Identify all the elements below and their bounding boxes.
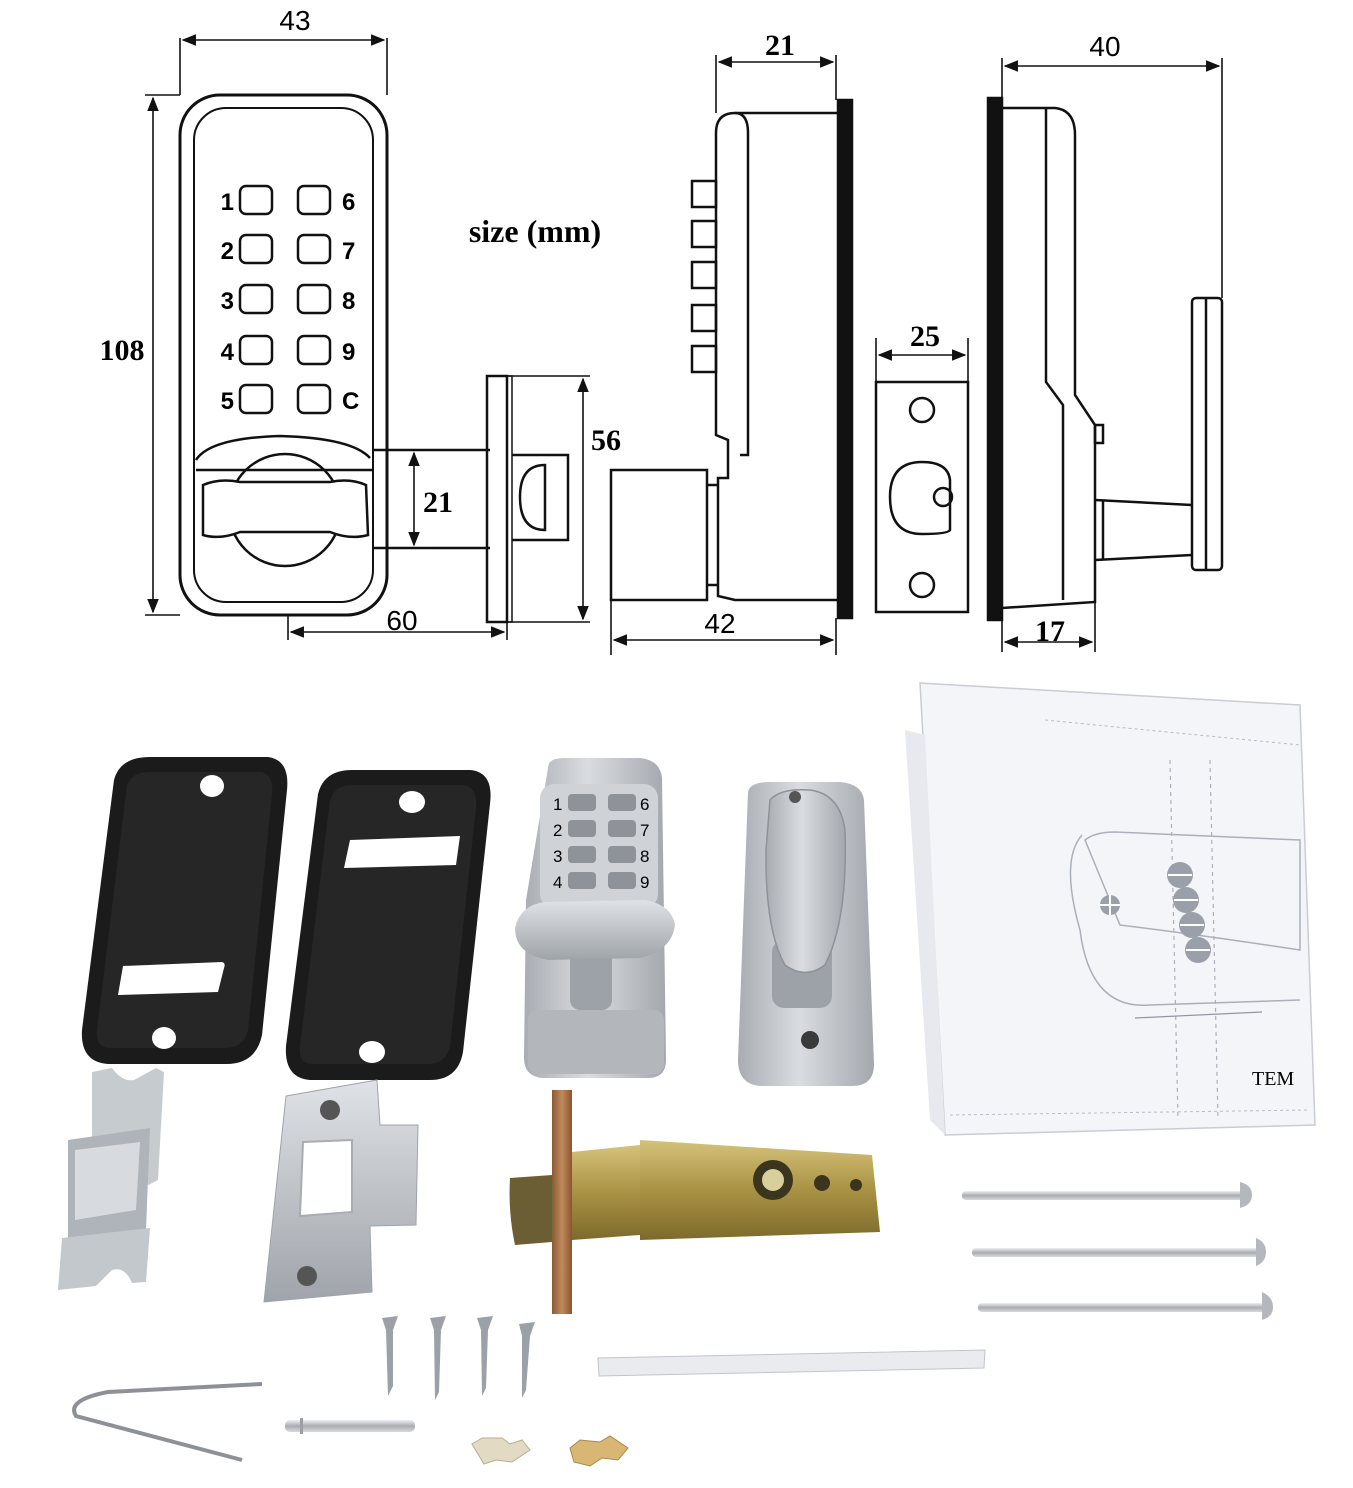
drawing-keypad-right-buttons: [296, 184, 332, 415]
drawing-keypad-left-labels: 1 2 3 4 5: [221, 189, 235, 415]
latch-faceplate: [485, 374, 570, 624]
size-label: size (mm): [469, 213, 601, 249]
dim-back-depth-top: 40: [1089, 31, 1120, 62]
front-view: [178, 93, 490, 617]
drawing-key-7: 7: [342, 238, 355, 265]
dim-front-height: 108: [100, 334, 145, 367]
zinc-bracket: [58, 1068, 164, 1290]
drawing-key-2: 2: [221, 238, 234, 265]
dim-strike-width: 25: [910, 320, 940, 353]
dim-front-width: 43: [279, 5, 310, 36]
side-view: [609, 98, 854, 620]
strike-plate-photo: [263, 1079, 419, 1303]
drawing-keypad-right-labels: 6 7 8 9 C: [342, 189, 359, 415]
drawing-key-8: 8: [342, 288, 355, 315]
drawing-key-1: 1: [221, 189, 234, 216]
wood-screws: [382, 1316, 535, 1400]
small-latch-parts: [471, 1435, 629, 1467]
drawing-key-c: C: [342, 388, 359, 415]
flat-spindle-bar: [597, 1349, 986, 1377]
spring-clip: [72, 1382, 263, 1462]
photo-key-8: 8: [640, 847, 649, 866]
photo-key-7: 7: [640, 821, 649, 840]
dim-back-depth-bottom: 17: [1035, 615, 1065, 648]
photo-keypad-labels: 1 2 3 4 6 7 8 9: [553, 795, 649, 892]
dim-faceplate-height: 56: [591, 424, 621, 457]
connecting-pin: [285, 1418, 415, 1434]
drawing-key-9: 9: [342, 339, 355, 366]
template-label: TEM: [1252, 1068, 1294, 1090]
latch-bolt: [509, 1090, 880, 1314]
parts-photo: 1 2 3 4 6 7 8 9: [58, 682, 1316, 1467]
back-view: [986, 96, 1224, 622]
drawing-key-5: 5: [221, 388, 234, 415]
rubber-gasket-left: [81, 757, 288, 1064]
long-screws: [962, 1182, 1273, 1320]
drawing-keypad-left-buttons: [238, 184, 274, 415]
photo-key-2: 2: [553, 821, 562, 840]
dim-side-depth-top: 21: [765, 29, 795, 62]
dim-side-depth-bottom: 42: [704, 608, 735, 639]
drawing-key-3: 3: [221, 288, 234, 315]
technical-drawing: [145, 34, 1224, 655]
photo-key-4: 4: [553, 873, 562, 892]
dim-spindle-diameter: 21: [423, 486, 453, 519]
photo-key-1: 1: [553, 795, 562, 814]
photo-key-6: 6: [640, 795, 649, 814]
rubber-gasket-right: [285, 770, 491, 1080]
back-plate-photo: [738, 782, 874, 1086]
drawing-key-4: 4: [221, 339, 235, 366]
photo-keypad-buttons: [568, 794, 636, 889]
drawing-labels: 43 108 21 60 56 size (mm) 21 42 25 40 17…: [100, 5, 1121, 648]
photo-key-9: 9: [640, 873, 649, 892]
dimension-lines: [145, 34, 1223, 655]
photo-key-3: 3: [553, 847, 562, 866]
drawing-key-6: 6: [342, 189, 355, 216]
strike-plate-drawing: [874, 380, 970, 614]
keypad-unit-photo: [515, 758, 675, 1078]
dim-latch-backset: 60: [386, 605, 417, 636]
installation-template: TEM: [905, 682, 1316, 1136]
